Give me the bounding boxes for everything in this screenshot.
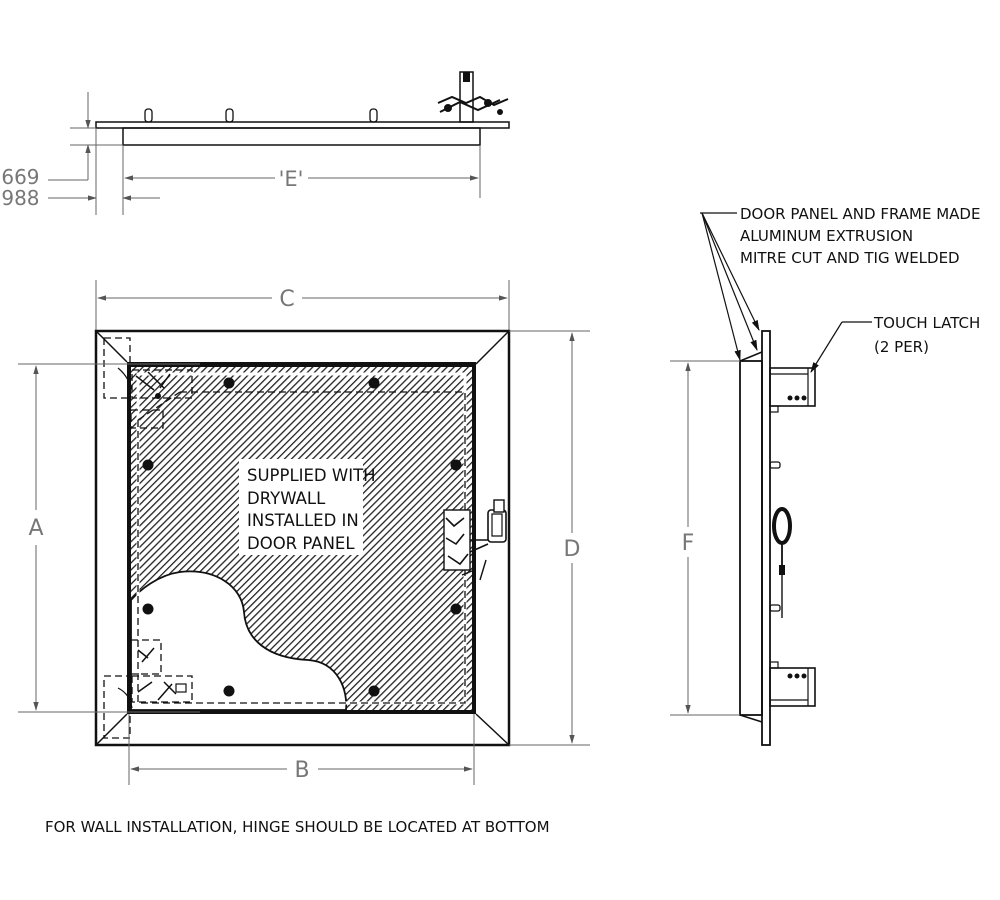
outer-frame <box>94 329 511 747</box>
dim-c-label: C <box>279 287 294 312</box>
touch-latch-side-bottom <box>769 661 816 707</box>
side-view: F DOOR PANEL AND FRAME MADE ALUMINUM EXT… <box>670 205 985 746</box>
drywall-note: SUPPLIED WITH DRYWALL INSTALLED IN DOOR … <box>247 466 381 553</box>
dim-d: D <box>509 330 590 746</box>
dim-b: B <box>128 714 475 785</box>
frame-flange-side <box>761 330 771 746</box>
dim-a-label: A <box>28 516 43 541</box>
dim-e-label: 'E' <box>279 167 304 191</box>
mitre-corner <box>475 713 510 746</box>
dim-f: F <box>670 360 740 716</box>
front-view: C <box>18 280 590 785</box>
frame-flange-edge <box>95 121 510 129</box>
fastener-studs <box>144 108 378 123</box>
hinge-side-brackets <box>130 409 164 675</box>
touch-latch-side-top <box>769 367 816 413</box>
dim-c: C <box>95 280 510 330</box>
door-panel-callout: DOOR PANEL AND FRAME MADE ALUMINUM EXTRU… <box>700 205 985 362</box>
touch-latch-callout: TOUCH LATCH (2 PER) <box>810 314 985 373</box>
edge-thickness-dimensions: .669 .988 <box>0 92 160 215</box>
touch-latch-note: TOUCH LATCH (2 PER) <box>873 314 985 356</box>
latch-hardware-edge <box>437 71 509 123</box>
touch-latch-front <box>443 499 507 581</box>
dim-d-label: D <box>564 537 581 562</box>
drywall-note-box <box>239 459 363 555</box>
hinge-bracket-top <box>103 337 193 399</box>
safety-cable <box>772 507 792 618</box>
mitre-corner <box>95 713 128 746</box>
door-panel-side <box>739 360 763 716</box>
hinge-bracket-bottom <box>103 675 193 739</box>
dim-f-label: F <box>682 531 695 556</box>
cutaway-reveal <box>130 570 348 711</box>
mitre-corner <box>95 330 128 363</box>
mitre-corner <box>475 330 510 365</box>
frame-body-edge <box>122 127 481 146</box>
dim-b-label: B <box>294 758 309 783</box>
panel-fasteners <box>142 377 462 697</box>
top-edge-view: .669 .988 'E' <box>0 71 510 215</box>
dim-a: A <box>18 363 200 713</box>
dim-988-label: .988 <box>0 186 40 210</box>
installation-note: FOR WALL INSTALLATION, HINGE SHOULD BE L… <box>45 818 550 836</box>
side-studs <box>769 461 781 612</box>
hidden-frame-line <box>137 391 466 704</box>
dim-669-label: .669 <box>0 165 40 189</box>
door-panel-note: DOOR PANEL AND FRAME MADE ALUMINUM EXTRU… <box>740 205 985 267</box>
dim-e: 'E' <box>124 145 481 198</box>
